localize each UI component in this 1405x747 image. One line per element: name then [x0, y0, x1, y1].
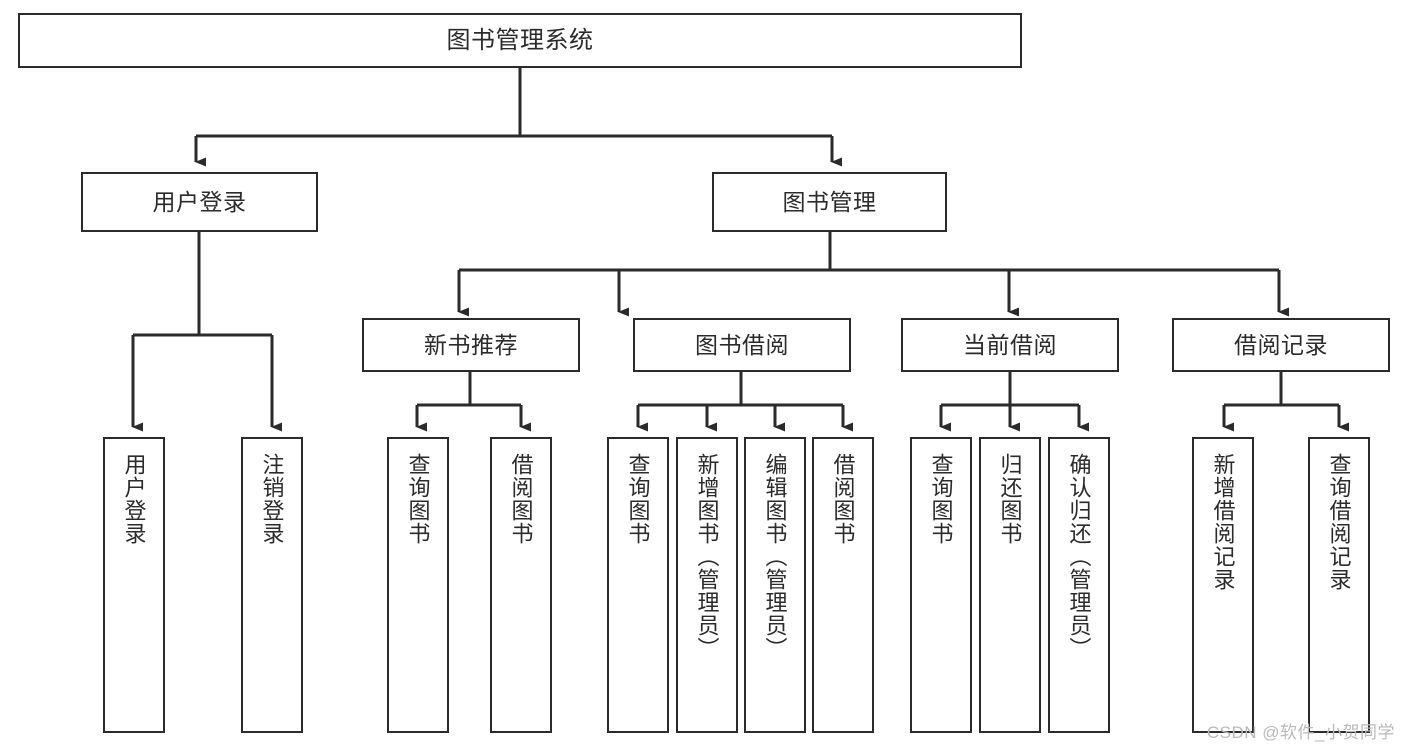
node-user-login[interactable]: 用户登录 [81, 172, 318, 232]
node-book-management[interactable]: 图书管理 [712, 172, 947, 232]
node-label: 借阅记录 [1234, 331, 1328, 358]
node-leaf-new-book-query[interactable]: 查询图书 [387, 437, 449, 733]
node-label: 查询图书 [625, 453, 651, 545]
node-leaf-edit-book-admin[interactable]: 编辑图书（管理员） [744, 437, 806, 733]
node-label: 图书管理 [782, 188, 877, 215]
node-label: 借阅图书 [830, 453, 856, 545]
node-label: 注销登录 [259, 453, 285, 545]
node-label: 确认归还（管理员） [1066, 453, 1092, 660]
node-leaf-new-book-borrow[interactable]: 借阅图书 [490, 437, 552, 733]
node-label: 借阅图书 [508, 453, 534, 545]
node-leaf-logout[interactable]: 注销登录 [241, 437, 303, 733]
node-borrow-record[interactable]: 借阅记录 [1172, 318, 1390, 372]
node-label: 用户登录 [121, 453, 147, 545]
node-label: 新增借阅记录 [1210, 453, 1236, 591]
node-label: 查询借阅记录 [1326, 453, 1352, 591]
node-label: 当前借阅 [963, 331, 1057, 358]
node-label: 图书借阅 [695, 331, 789, 358]
node-root-book-management-system[interactable]: 图书管理系统 [18, 13, 1022, 68]
node-new-book-recommend[interactable]: 新书推荐 [362, 318, 580, 372]
node-label: 图书管理系统 [446, 26, 594, 54]
node-label: 编辑图书（管理员） [762, 453, 788, 660]
node-leaf-query-borrow-record[interactable]: 查询借阅记录 [1308, 437, 1370, 733]
node-label: 新书推荐 [424, 331, 518, 358]
node-leaf-borrow-query-book[interactable]: 查询图书 [607, 437, 669, 733]
node-label: 用户登录 [152, 188, 247, 215]
node-label: 新增图书（管理员） [694, 453, 720, 660]
node-label: 查询图书 [405, 453, 431, 545]
node-leaf-borrow-book[interactable]: 借阅图书 [812, 437, 874, 733]
node-current-borrow[interactable]: 当前借阅 [901, 318, 1119, 372]
node-leaf-confirm-return-admin[interactable]: 确认归还（管理员） [1048, 437, 1110, 733]
node-leaf-return-book[interactable]: 归还图书 [979, 437, 1041, 733]
node-leaf-add-book-admin[interactable]: 新增图书（管理员） [676, 437, 738, 733]
node-label: 归还图书 [997, 453, 1023, 545]
node-leaf-add-borrow-record[interactable]: 新增借阅记录 [1192, 437, 1254, 733]
node-label: 查询图书 [928, 453, 954, 545]
node-leaf-user-login[interactable]: 用户登录 [103, 437, 165, 733]
node-book-borrow[interactable]: 图书借阅 [633, 318, 851, 372]
node-leaf-current-query-book[interactable]: 查询图书 [910, 437, 972, 733]
